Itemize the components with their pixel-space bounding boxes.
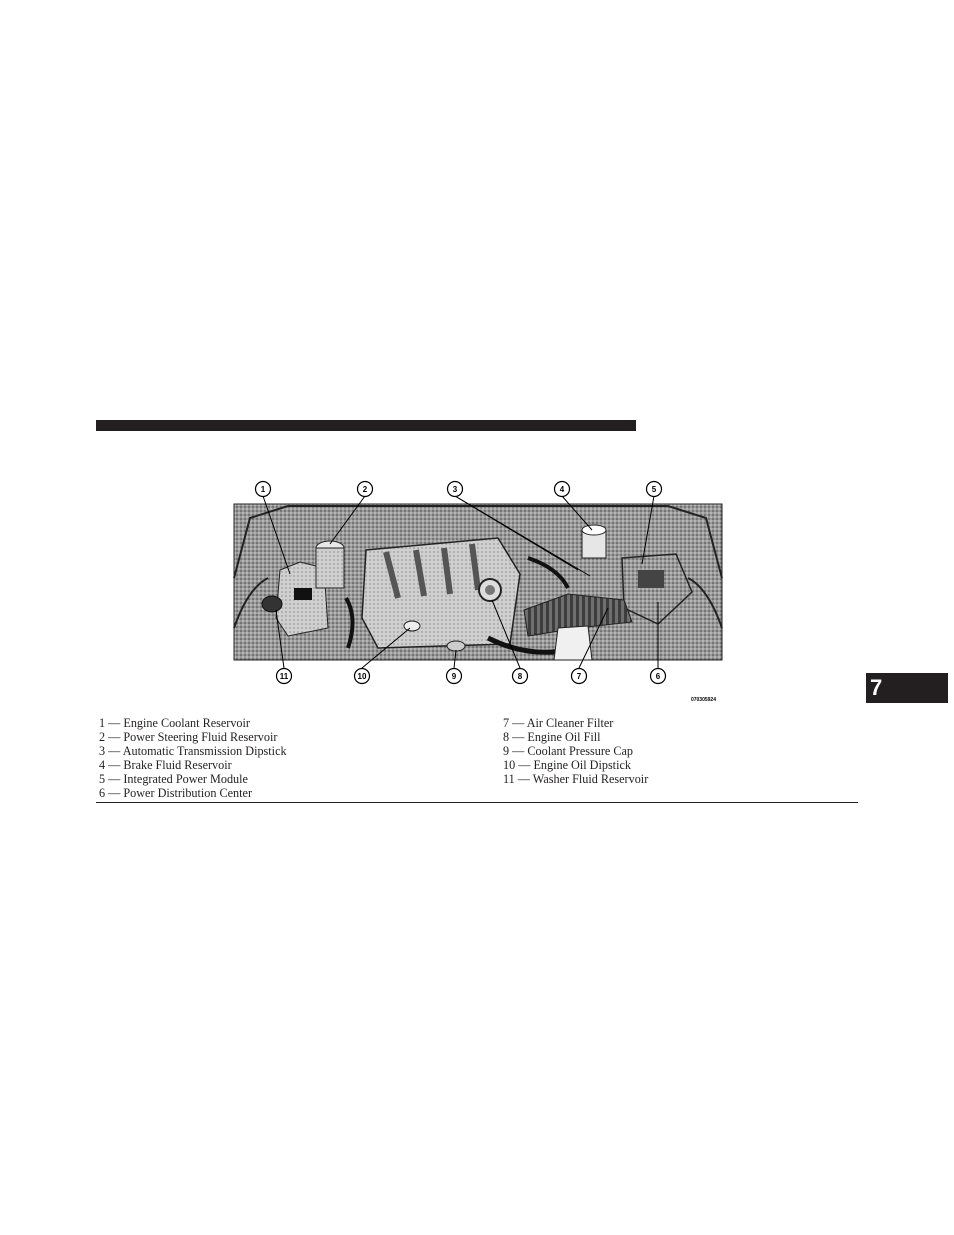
svg-text:3: 3 [453,485,458,494]
svg-text:6: 6 [656,672,661,681]
callout-10: 10 [353,667,371,685]
callout-6: 6 [649,667,667,685]
legend-item: 2 — Power Steering Fluid Reservoir [99,730,278,744]
legend-item: 9 — Coolant Pressure Cap [503,744,633,758]
air-cleaner-duct [523,593,633,637]
callout-7: 7 [570,667,588,685]
svg-text:4: 4 [560,485,565,494]
footer-rule [96,802,858,803]
legend-column-left: 1 — Engine Coolant Reservoir 2 — Power S… [99,716,287,800]
svg-text:9: 9 [452,672,457,681]
svg-text:2: 2 [363,485,368,494]
figure-id: 070305924 [691,697,716,703]
legend-item: 3 — Automatic Transmission Dipstick [99,744,287,758]
callout-8: 8 [511,667,529,685]
engine-compartment-figure: 1 2 3 4 5 11 10 9 [228,478,728,708]
callout-1: 1 [254,480,272,498]
svg-text:1: 1 [261,485,266,494]
legend-item: 8 — Engine Oil Fill [503,730,601,744]
callout-11: 11 [275,667,293,685]
legend-item: 5 — Integrated Power Module [99,772,248,786]
legend-item: 11 — Washer Fluid Reservoir [503,772,649,786]
washer-fluid-cap [261,595,283,613]
svg-text:5: 5 [652,485,657,494]
legend-column-right: 7 — Air Cleaner Filter 8 — Engine Oil Fi… [503,716,648,786]
callout-4: 4 [553,480,571,498]
legend-item: 4 — Brake Fluid Reservoir [99,758,232,772]
legend-item: 6 — Power Distribution Center [99,786,253,800]
header-rule [96,420,636,431]
legend-item: 10 — Engine Oil Dipstick [503,758,631,772]
coolant-pressure-cap [446,640,466,652]
callout-2: 2 [356,480,374,498]
svg-text:7: 7 [577,672,582,681]
oil-dipstick-handle [403,620,421,632]
svg-text:8: 8 [518,672,523,681]
legend-item: 7 — Air Cleaner Filter [503,716,614,730]
svg-text:10: 10 [358,672,367,681]
engine-illustration: 1 2 3 4 5 11 10 9 [233,480,723,703]
chapter-tab: 7 [866,673,948,703]
chapter-number: 7 [870,675,883,700]
svg-text:11: 11 [280,672,289,681]
legend-item: 1 — Engine Coolant Reservoir [99,716,250,730]
callout-5: 5 [645,480,663,498]
callout-9: 9 [445,667,463,685]
callout-3: 3 [446,480,464,498]
